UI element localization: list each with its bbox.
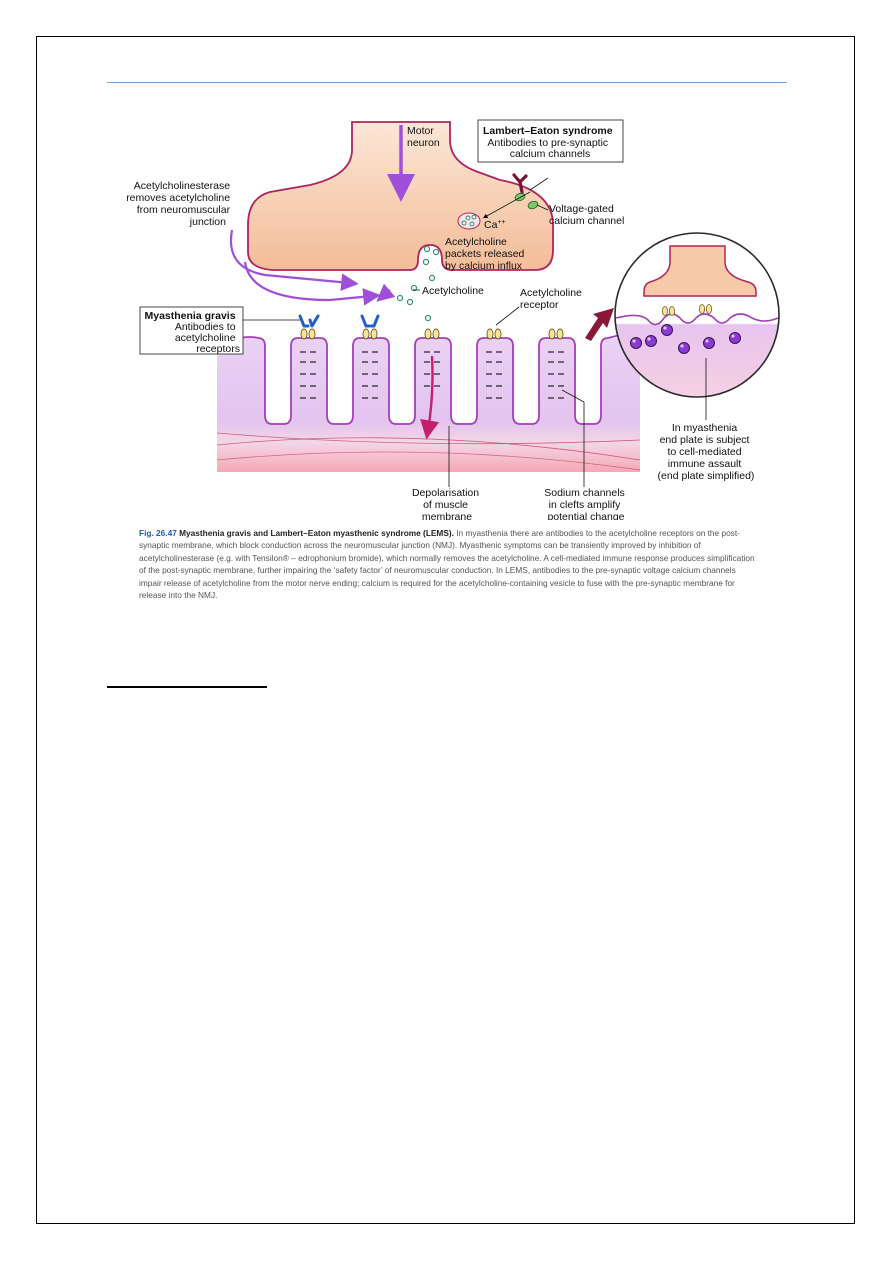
label-depolarisation: Depolarisation of muscle membrane: [412, 487, 482, 520]
inset-pointer-arrow: [585, 308, 614, 341]
label-inset-note: In myasthenia end plate is subject to ce…: [658, 422, 755, 482]
section-rule: [107, 686, 267, 688]
label-ach-packets: Acetylcholine packets released by calciu…: [445, 236, 527, 272]
figure-title: Myasthenia gravis and Lambert–Eaton myas…: [179, 528, 454, 538]
depolarisation-arrow: [420, 355, 440, 440]
leader-lines: [243, 177, 707, 487]
ach-receptors: [300, 328, 564, 340]
label-ach-receptor: Acetylcholine receptor: [520, 287, 585, 311]
myasthenia-label-box: [139, 306, 244, 355]
label-calcium: Ca++: [484, 219, 506, 231]
label-voltage-gated-calcium-channel: Voltage-gated calcium channel: [549, 203, 624, 227]
label-sodium-channels: Sodium channels in clefts amplify potent…: [544, 487, 627, 520]
page-frame: [36, 36, 855, 1224]
label-myasthenia-gravis: Myasthenia gravis Antibodies to acetylch…: [145, 306, 241, 355]
inset-end-plate: [614, 232, 780, 398]
figure-number: Fig. 26.47: [139, 528, 177, 538]
sodium-channels: [300, 351, 564, 399]
label-acetylcholine: Acetylcholine: [422, 285, 484, 297]
myasthenia-antibodies: [298, 314, 380, 328]
label-acetylcholinesterase: Acetylcholinesterase removes acetylcholi…: [126, 180, 233, 228]
figure-caption-body: In myasthenia there are antibodies to th…: [139, 528, 755, 601]
lems-antibody: [512, 173, 528, 194]
acetylcholinesterase-arrows: [229, 229, 396, 306]
nmj-diagram: Motor neuron Lambert–Eaton syndrome Anti…: [126, 119, 780, 520]
header-rule: [107, 82, 787, 83]
ach-vesicle: [457, 212, 481, 230]
label-lems: Lambert–Eaton syndrome Antibodies to pre…: [483, 121, 617, 160]
figure-caption: Fig. 26.47 Myasthenia gravis and Lambert…: [139, 527, 759, 601]
acetylcholine-molecules: [396, 245, 440, 322]
muscle-fibre: [216, 329, 641, 472]
lems-label-box: [477, 119, 624, 163]
label-motor-neuron: Motor neuron: [407, 125, 440, 149]
